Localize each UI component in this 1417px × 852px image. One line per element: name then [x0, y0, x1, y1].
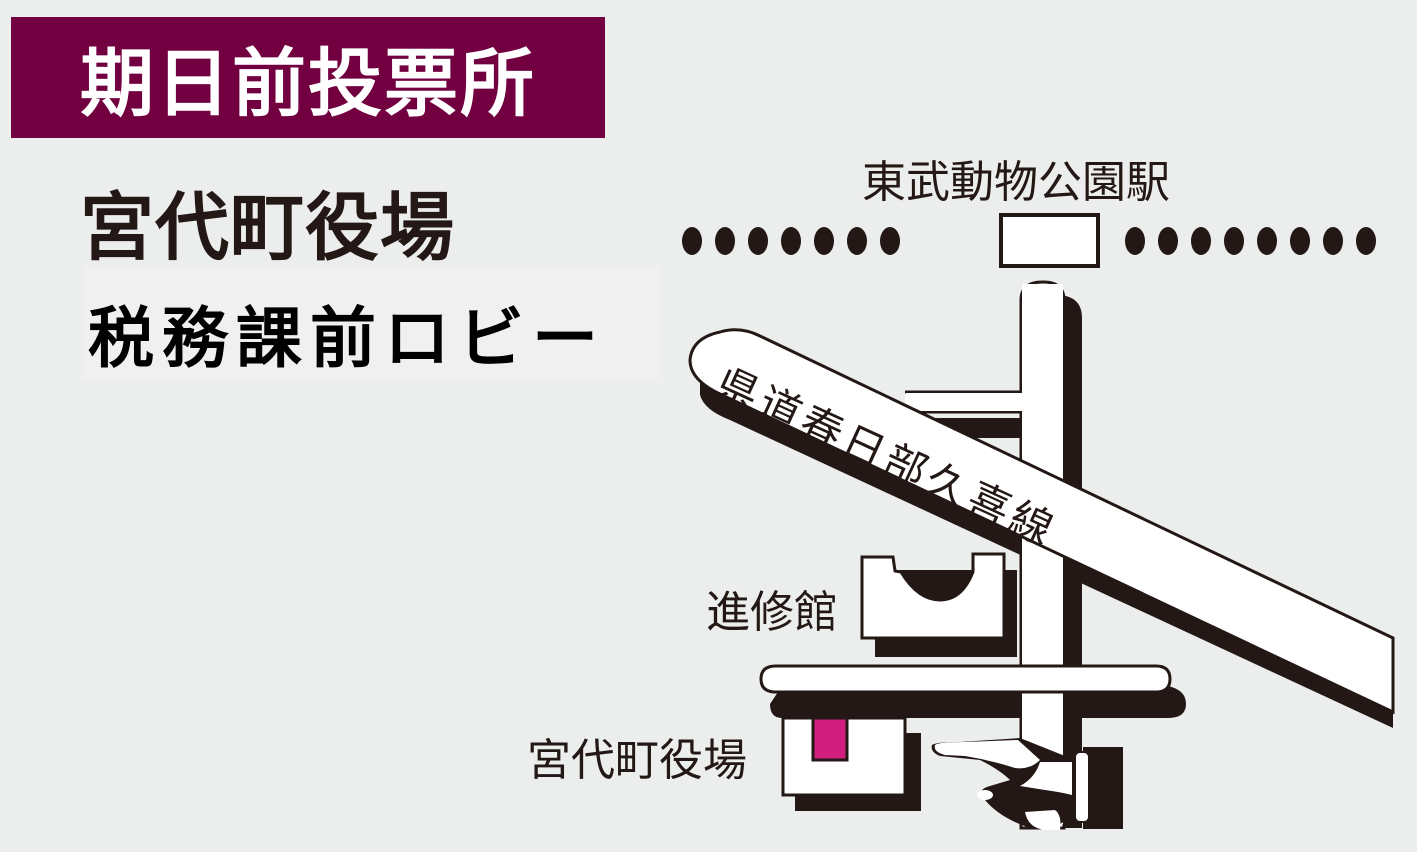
- station-label: 東武動物公園駅: [862, 157, 1170, 208]
- venue-location: 税務課前ロビー: [88, 300, 606, 377]
- pointing-hand-icon: [931, 738, 1123, 830]
- prefectural-road: [688, 328, 1395, 715]
- shinshukan-label: 進修館: [706, 587, 838, 638]
- early-voting-banner: 期日前投票所: [11, 17, 605, 138]
- destination-marker: [811, 716, 849, 762]
- town-hall-label: 宮代町役場: [527, 735, 747, 786]
- horizontal-road: [759, 664, 1172, 694]
- shinshukan-building: [860, 552, 1006, 640]
- venue-name: 宮代町役場: [80, 185, 455, 271]
- station-icon: [999, 213, 1100, 268]
- railway-line: [682, 227, 1376, 255]
- banner-title: 期日前投票所: [80, 41, 536, 127]
- venue-location-box: [83, 266, 660, 380]
